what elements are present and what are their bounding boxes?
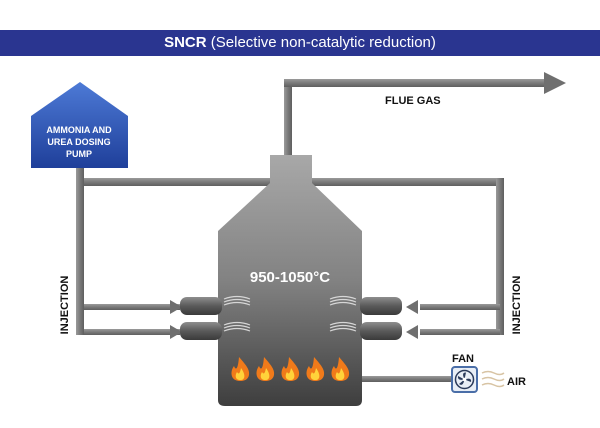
- flue-gas-label: FLUE GAS: [385, 95, 441, 107]
- title-rest: (Selective non-catalytic reduction): [210, 34, 436, 51]
- flue-gas-pipe: [284, 79, 546, 155]
- injection-arrow-left-lower: [170, 325, 182, 339]
- injection-label-right: INJECTION: [511, 276, 523, 335]
- temperature-label: 950-1050°C: [250, 269, 330, 286]
- fan-label: FAN: [452, 353, 474, 365]
- air-label: AIR: [507, 376, 526, 388]
- air-pipe: [362, 376, 452, 382]
- injection-label-left: INJECTION: [59, 276, 71, 335]
- title-banner: SNCR (Selective non-catalytic reduction): [0, 30, 600, 56]
- title-bold: SNCR: [164, 34, 207, 51]
- flame-icon: [281, 357, 300, 381]
- furnace: [218, 155, 362, 406]
- pump-label-line1: AMMONIA AND: [46, 125, 112, 135]
- fan-icon: [451, 366, 478, 393]
- flame-icon: [331, 357, 350, 381]
- injection-arrow-right-lower: [406, 325, 418, 339]
- injection-arrow-right-upper: [406, 300, 418, 314]
- pump-label-line2: UREA DOSING: [47, 137, 110, 147]
- air-wave-icon: [481, 370, 505, 388]
- pump-label-line3: PUMP: [66, 149, 92, 159]
- burner-flames: [231, 357, 350, 381]
- flame-icon: [306, 357, 325, 381]
- flame-icon: [231, 357, 250, 381]
- spray-pattern-left: [223, 295, 251, 332]
- flame-icon: [256, 357, 275, 381]
- injection-arrow-left-upper: [170, 300, 182, 314]
- arrow-right-icon: [544, 72, 566, 94]
- spray-pattern-right: [329, 295, 357, 332]
- dosing-pump: AMMONIA AND UREA DOSING PUMP: [31, 82, 128, 168]
- injection-nozzles: [180, 297, 402, 340]
